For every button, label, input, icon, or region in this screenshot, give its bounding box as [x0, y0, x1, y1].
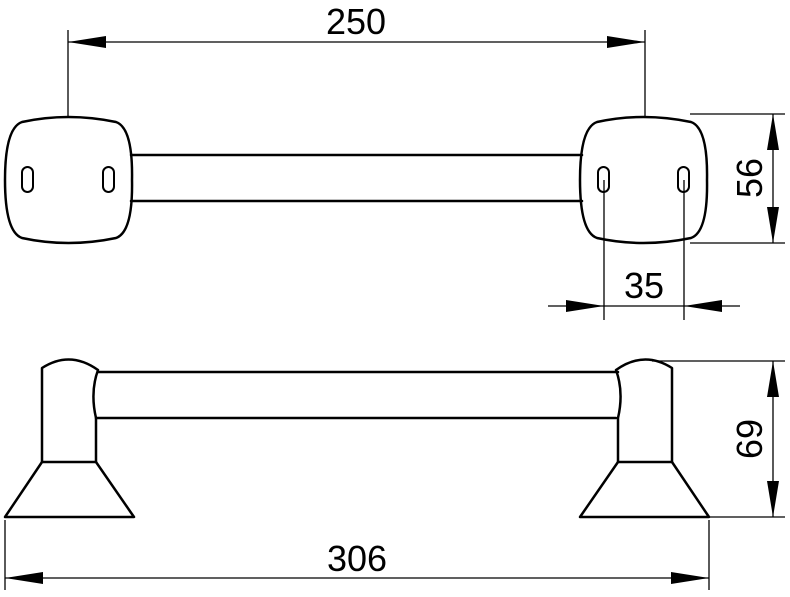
- dimension-label-35: 35: [624, 265, 664, 306]
- right-mount-plate: [578, 115, 709, 245]
- dimension-306: 306: [4, 520, 710, 590]
- left-base: [3, 460, 136, 519]
- left-plate-hole-2: [102, 166, 115, 193]
- dimension-69: 69: [652, 360, 785, 518]
- right-post: [614, 358, 674, 464]
- right-base: [578, 460, 711, 519]
- left-mount-plate: [3, 115, 134, 245]
- dimension-label-56: 56: [729, 158, 770, 198]
- side-view: [3, 358, 711, 519]
- dimension-250: 250: [67, 1, 646, 118]
- left-post: [40, 358, 100, 464]
- dimension-label-306: 306: [327, 538, 387, 579]
- dimension-label-69: 69: [729, 419, 770, 459]
- dimension-label-250: 250: [326, 1, 386, 42]
- left-plate-hole-1: [21, 166, 34, 193]
- dimension-56: 56: [690, 113, 785, 244]
- top-view: [3, 115, 709, 245]
- dimension-35: 35: [548, 180, 740, 320]
